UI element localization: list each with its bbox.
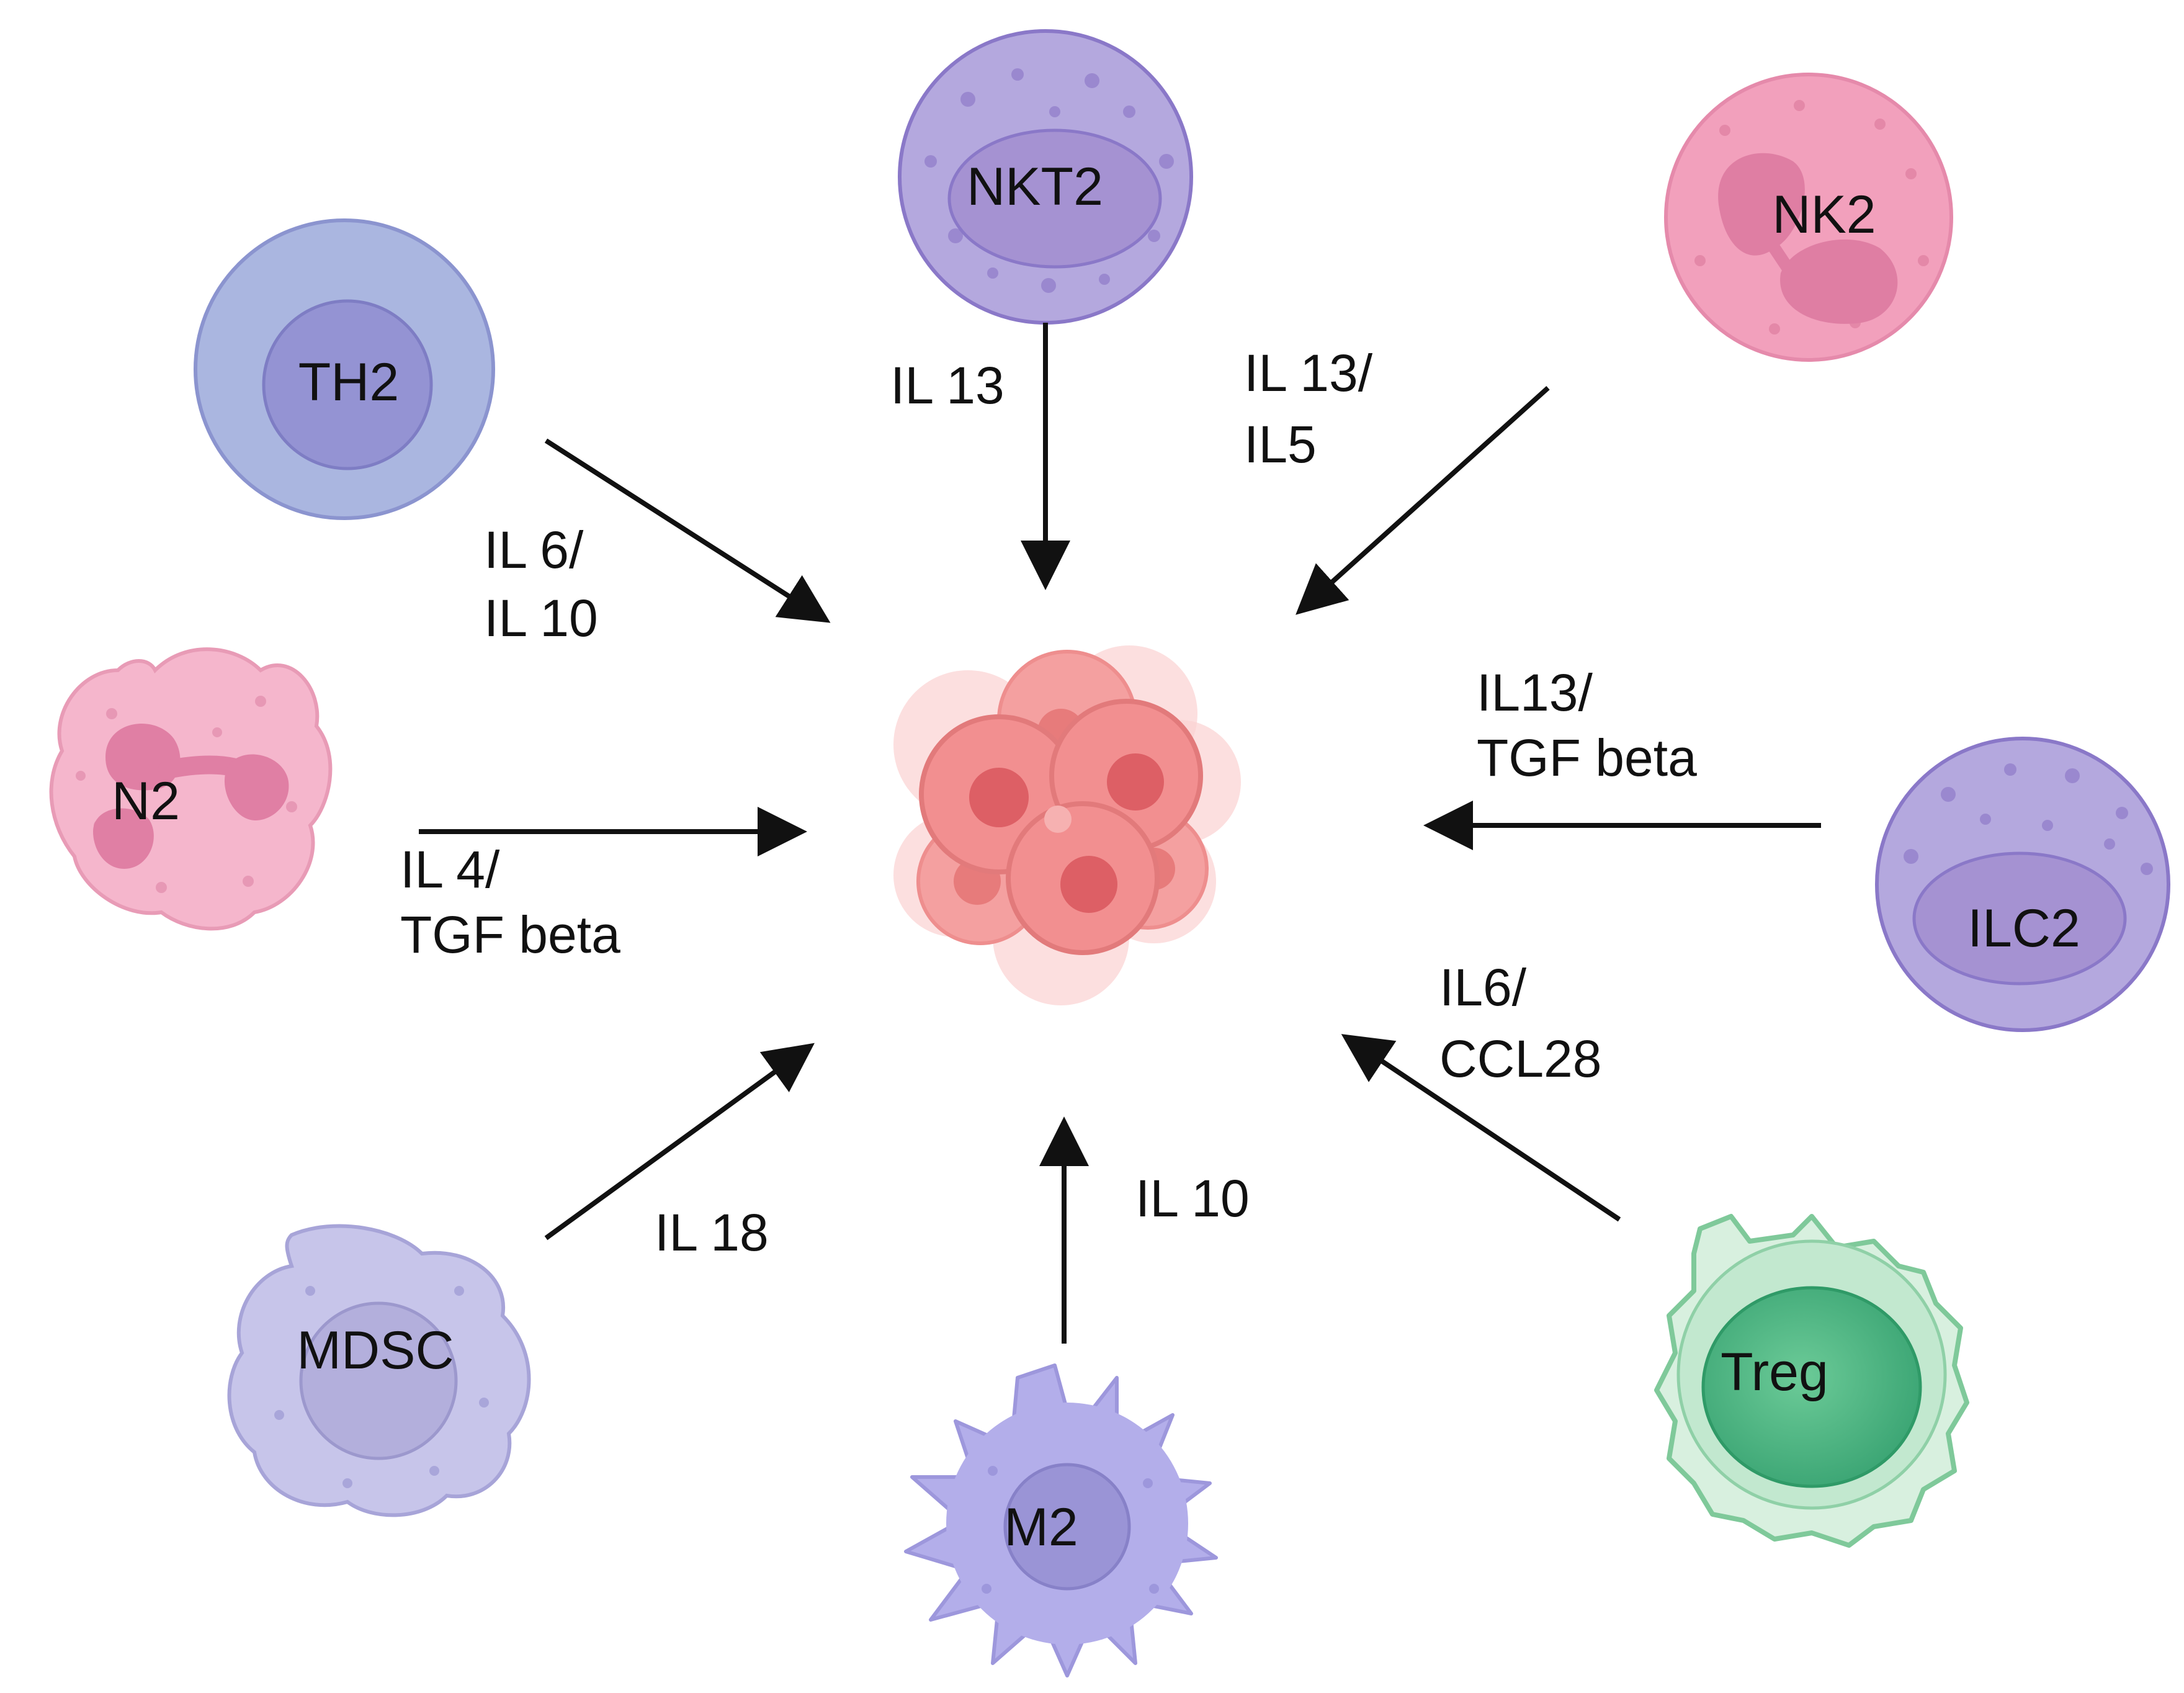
ilc2-cell: ILC2 [1875,737,2170,1032]
treg-label: Treg [1721,1342,1828,1402]
mdsc-cell: MDSC [227,1224,531,1517]
nkt2-label: NKT2 [967,157,1103,217]
arrow-mdsc-to-tumor [544,1043,815,1241]
cytokine-label-ilc2: IL13/ TGF beta [1477,663,1697,787]
arrow-th2-to-tumor [544,438,831,623]
n2-label: N2 [112,771,180,831]
arrow-nk2-to-tumor [1296,386,1550,615]
arrow-treg-to-tumor [1341,1034,1621,1222]
arrow-icon [419,323,1821,1344]
nkt2-cell: NKT2 [898,29,1193,325]
n2-cell: N2 [49,647,333,931]
cytokine-label-nkt2: IL 13 [890,356,1005,415]
cytokine-label-m2: IL 10 [1135,1169,1250,1228]
nk2-label: NK2 [1772,185,1876,245]
tumor-cell-cluster-icon [893,645,1241,1005]
m2-label: M2 [1004,1498,1078,1557]
m2-cell: M2 [904,1363,1218,1677]
mdsc-label: MDSC [297,1321,454,1380]
nk2-cell: NK2 [1664,73,1953,362]
ilc2-label: ILC2 [1967,899,2080,958]
cytokine-label-nk2: IL 13/ IL5 [1244,344,1387,474]
cytokine-label-treg: IL6/ CCL28 [1439,958,1601,1088]
treg-cell: Treg [1654,1214,1969,1548]
th2-label: TH2 [298,353,399,412]
cytokine-label-th2: IL 6/ IL 10 [484,521,598,647]
th2-cell: TH2 [194,218,495,520]
cytokine-label-mdsc: IL 18 [655,1203,769,1262]
cytokine-label-n2: IL 4/ TGF beta [400,840,620,964]
